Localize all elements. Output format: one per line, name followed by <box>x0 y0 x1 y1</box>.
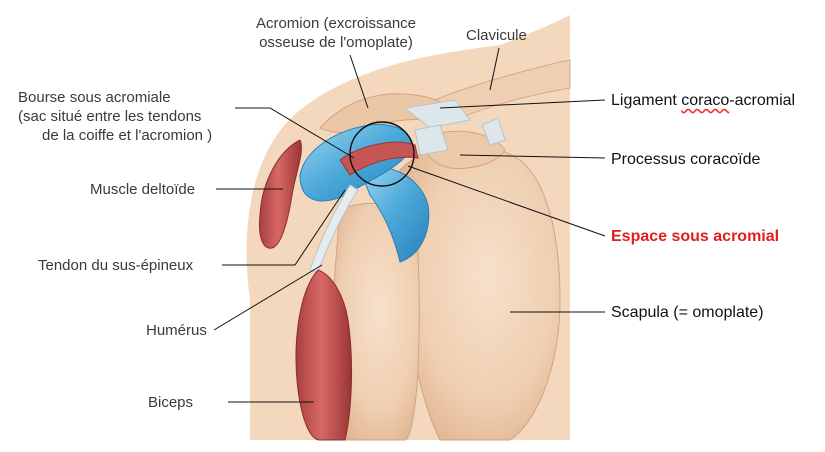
label-biceps: Biceps <box>148 393 193 412</box>
label-ligament-part1: Ligament <box>611 92 681 109</box>
label-bourse-line3: de la coiffe et l'acromion ) <box>18 126 212 145</box>
label-scapula: Scapula (= omoplate) <box>611 303 764 322</box>
label-deltoide: Muscle deltoïde <box>90 180 195 199</box>
label-humerus: Humérus <box>146 321 207 340</box>
label-tendon: Tendon du sus-épineux <box>38 256 193 275</box>
label-clavicule: Clavicule <box>466 26 527 45</box>
label-bourse-line1: Bourse sous acromiale <box>18 88 212 107</box>
label-processus: Processus coracoïde <box>611 150 760 169</box>
label-ligament: Ligament coraco-acromial <box>611 91 795 110</box>
label-ligament-part2: coraco <box>681 92 729 109</box>
label-bourse-line2: (sac situé entre les tendons <box>18 107 212 126</box>
label-acromion-line1: Acromion (excroissance <box>238 14 434 33</box>
label-bourse: Bourse sous acromiale (sac situé entre l… <box>18 88 212 145</box>
label-acromion: Acromion (excroissance osseuse de l'omop… <box>238 14 434 52</box>
label-acromion-line2: osseuse de l'omoplate) <box>238 33 434 52</box>
label-ligament-part3: -acromial <box>729 92 795 109</box>
label-espace: Espace sous acromial <box>611 227 779 246</box>
